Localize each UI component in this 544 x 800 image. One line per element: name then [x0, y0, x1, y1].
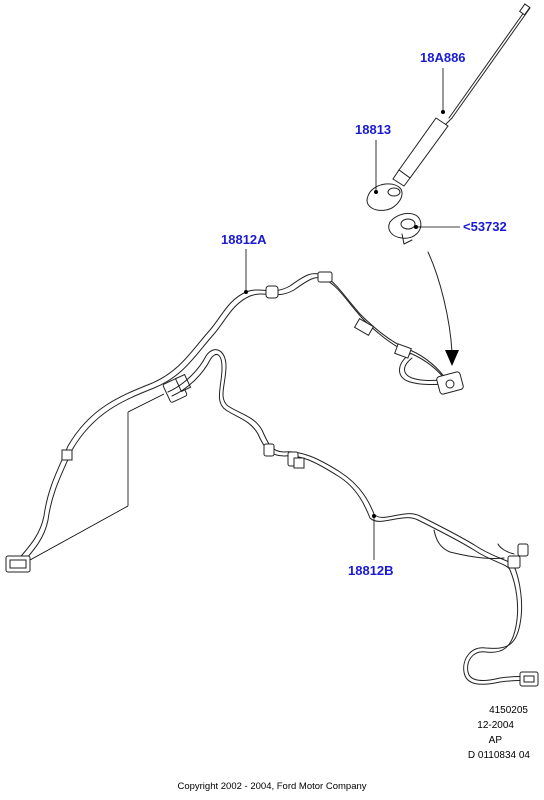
harness-a-wire [5, 271, 464, 573]
antenna-base [366, 183, 403, 211]
install-arrow [427, 251, 459, 366]
drawing-number: 4150205 [489, 705, 528, 716]
callout-18a886: 18A886 [420, 50, 466, 65]
drawing-code: AP [488, 735, 502, 746]
callout-18812b: 18812B [348, 563, 394, 578]
callout-18812a: 18812A [221, 232, 267, 247]
gasket [388, 213, 422, 245]
callout-53732: <53732 [463, 219, 507, 234]
reference-lines [29, 393, 165, 561]
drawing-date: 12-2004 [477, 720, 514, 731]
callout-18813: 18813 [355, 122, 392, 137]
harness-b-wire [167, 349, 539, 687]
drawing-reference: D 0110834 04 [467, 750, 530, 761]
antenna-mast [392, 3, 531, 187]
callout-leaders [244, 68, 460, 560]
copyright-text: Copyright 2002 - 2004, Ford Motor Compan… [177, 781, 367, 792]
